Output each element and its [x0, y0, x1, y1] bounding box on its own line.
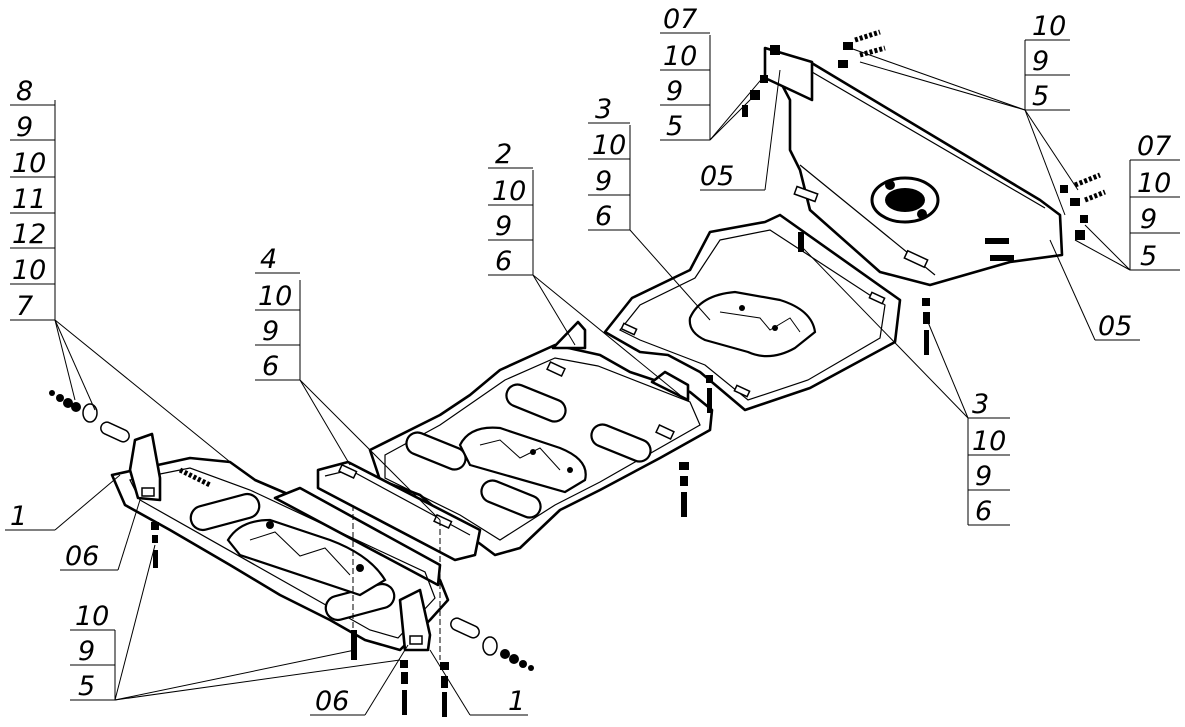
- front-plate: [110, 432, 450, 652]
- callout-tl-label-1: 9: [16, 112, 33, 143]
- callout-mid2-label-3: 6: [495, 246, 512, 277]
- engine-plate: [368, 320, 714, 557]
- callout-topr-label-2: 5: [1032, 81, 1049, 112]
- callout-mid2-label-1: 10: [492, 176, 526, 207]
- callout-tl-label-3: 11: [12, 184, 46, 215]
- callout-r3-label-0: 3: [972, 389, 989, 420]
- label-t05: 05: [700, 161, 734, 192]
- callout-mid3-label-2: 9: [595, 166, 612, 197]
- callout-topr-label-1: 9: [1032, 46, 1049, 77]
- callout-tl-label-2: 10: [12, 148, 46, 179]
- callout-mid3-label-3: 6: [595, 201, 612, 232]
- callout-mid2-label-0: 2: [495, 139, 512, 170]
- callout-bl-label-1: 9: [78, 636, 95, 667]
- callout-tl-label-6: 7: [16, 291, 33, 322]
- callout-mid2-label-2: 9: [495, 211, 512, 242]
- callout-r3-label-1: 10: [972, 426, 1006, 457]
- callout-mid4-label-0: 4: [260, 244, 277, 275]
- transfer-plate: [603, 213, 902, 412]
- callout-r3-label-3: 6: [975, 496, 992, 527]
- callout-tl: 8 9 10 11 12 10 7: [10, 76, 55, 322]
- callout-tl-label-4: 12: [12, 219, 46, 250]
- callout-r07-label-1: 10: [1137, 168, 1171, 199]
- callout-bl-label-0: 10: [75, 601, 109, 632]
- callout-r07-label-3: 5: [1140, 241, 1157, 272]
- callout-mid4: 4 10 9 6: [255, 244, 300, 382]
- callout-mid3: 3 10 9 6: [588, 94, 630, 232]
- label-b06: 06: [315, 686, 349, 717]
- logo-icon: [870, 176, 940, 224]
- callout-top07-label-2: 9: [666, 76, 683, 107]
- label-b1: 1: [508, 686, 525, 717]
- callout-topr: 10 9 5: [1025, 11, 1070, 112]
- rear-plate: [763, 46, 1064, 287]
- callout-mid2: 2 10 9 6: [488, 139, 533, 277]
- callout-mid3-label-0: 3: [595, 94, 612, 125]
- callout-bl: 10 9 5: [70, 601, 115, 702]
- callout-r3: 3 10 9 6: [968, 389, 1010, 527]
- label-r05: 05: [1098, 311, 1132, 342]
- callout-tl-label-0: 8: [16, 76, 33, 107]
- leader-lines: [5, 35, 1140, 716]
- callout-r07-label-2: 9: [1140, 204, 1157, 235]
- callout-top07-label-1: 10: [663, 41, 697, 72]
- callout-tl-label-5: 10: [12, 255, 46, 286]
- callout-r07-label-0: 07: [1137, 131, 1171, 162]
- label-l1: 1: [10, 501, 27, 532]
- callout-mid4-label-1: 10: [258, 281, 292, 312]
- callout-mid4-label-3: 6: [262, 351, 279, 382]
- callout-mid3-label-1: 10: [592, 130, 626, 161]
- bolt-icon: [49, 29, 1106, 717]
- callout-top07: 07 10 9 5: [660, 4, 710, 142]
- callout-r3-label-2: 9: [975, 461, 992, 492]
- callout-mid4-label-2: 9: [262, 316, 279, 347]
- callout-top07-label-0: 07: [663, 4, 697, 35]
- callout-topr-label-0: 10: [1032, 11, 1066, 42]
- callout-bl-label-2: 5: [78, 671, 95, 702]
- label-l06: 06: [65, 541, 99, 572]
- callout-r07: 07 10 9 5: [1130, 131, 1180, 272]
- callout-top07-label-3: 5: [666, 111, 683, 142]
